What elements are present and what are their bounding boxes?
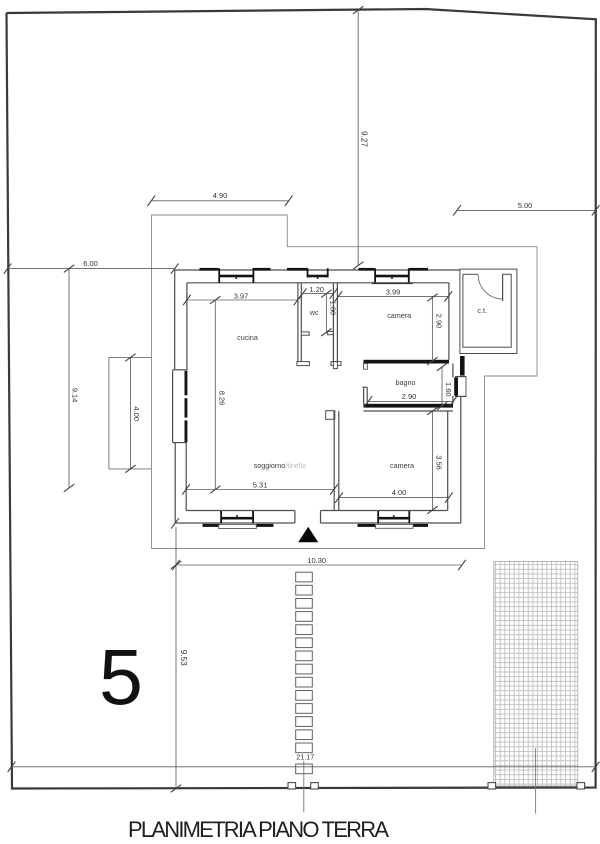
svg-text:wc: wc	[309, 308, 319, 317]
svg-text:9.27: 9.27	[360, 131, 369, 147]
svg-text:2.90: 2.90	[434, 314, 443, 329]
svg-text:8.26: 8.26	[218, 391, 227, 406]
svg-text:3.97: 3.97	[234, 291, 249, 300]
svg-text:1.60: 1.60	[444, 382, 453, 397]
svg-text:21.17: 21.17	[296, 752, 314, 761]
svg-text:5.31: 5.31	[253, 481, 268, 490]
svg-text:PLANIMETRIA PIANO TERRA: PLANIMETRIA PIANO TERRA	[128, 817, 389, 842]
svg-text:bagno: bagno	[396, 378, 416, 387]
svg-text:5.00: 5.00	[518, 201, 533, 210]
svg-text:4.90: 4.90	[213, 191, 228, 200]
svg-text:c.t.: c.t.	[477, 306, 487, 315]
svg-text:3.56: 3.56	[434, 455, 443, 470]
svg-text:2.90: 2.90	[402, 392, 417, 401]
svg-text:1.80: 1.80	[329, 301, 338, 316]
svg-text:4.00: 4.00	[392, 488, 407, 497]
svg-text:camera: camera	[387, 311, 411, 320]
svg-text:camera: camera	[390, 461, 414, 470]
svg-text:4.00: 4.00	[132, 406, 141, 421]
svg-text:10.30: 10.30	[307, 556, 326, 565]
svg-text:soggiorno/tinello: soggiorno/tinello	[254, 461, 306, 470]
svg-text:3.99: 3.99	[386, 288, 401, 297]
svg-text:9.14: 9.14	[71, 388, 80, 403]
svg-text:1.20: 1.20	[309, 285, 324, 294]
svg-text:6.00: 6.00	[83, 259, 98, 268]
svg-text:9.53: 9.53	[179, 650, 188, 666]
svg-text:5: 5	[99, 632, 143, 721]
svg-text:cucina: cucina	[237, 333, 258, 342]
